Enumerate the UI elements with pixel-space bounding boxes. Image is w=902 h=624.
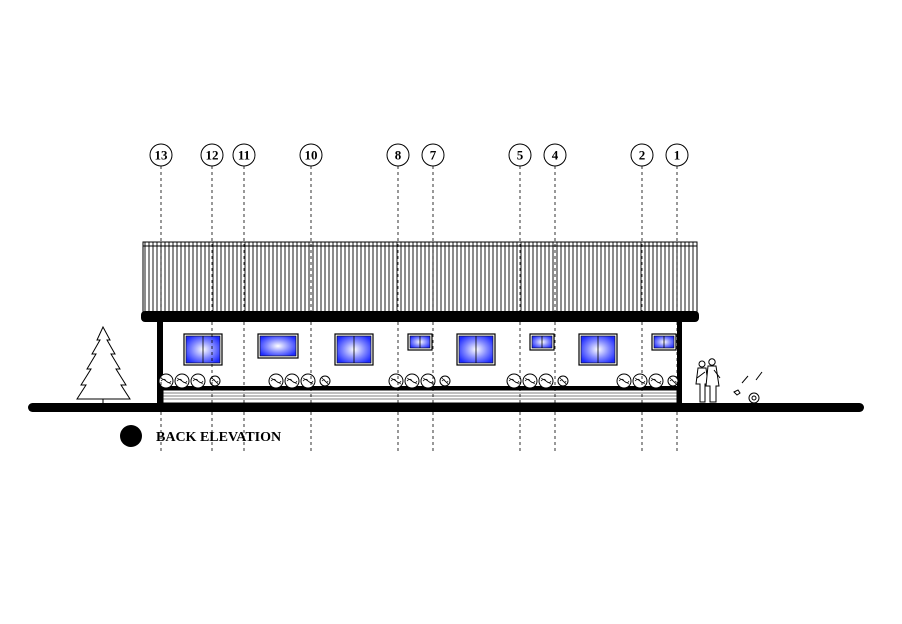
drawing-title: BACK ELEVATION bbox=[156, 430, 281, 445]
grid-label: 4 bbox=[552, 148, 559, 163]
dog-and-ball-icon bbox=[733, 371, 763, 404]
grid-line-8: 8 bbox=[386, 143, 410, 452]
shrub-icon bbox=[319, 375, 331, 387]
shrub-icon bbox=[190, 373, 206, 389]
grid-bubble bbox=[508, 143, 532, 167]
people-figures-icon bbox=[695, 358, 721, 403]
roof bbox=[142, 241, 698, 313]
grid-bubble bbox=[665, 143, 689, 167]
grid-bubble bbox=[543, 143, 567, 167]
grid-bubble bbox=[149, 143, 173, 167]
shrub-icon bbox=[557, 375, 569, 387]
shrubs bbox=[158, 373, 679, 389]
large-window bbox=[456, 333, 496, 366]
shrub-icon bbox=[506, 373, 522, 389]
grid-label: 11 bbox=[238, 148, 250, 163]
building-walls bbox=[157, 322, 682, 404]
grid-bubble bbox=[630, 143, 654, 167]
grid-line-10: 10 bbox=[299, 143, 323, 452]
grid-bubble bbox=[200, 143, 224, 167]
grid-label: 10 bbox=[305, 148, 318, 163]
eave-fascia bbox=[141, 311, 699, 322]
shrub-icon bbox=[522, 373, 538, 389]
grid-bubble bbox=[232, 143, 256, 167]
shrub-icon bbox=[632, 373, 648, 389]
wide-window bbox=[257, 333, 299, 359]
small-window bbox=[407, 333, 433, 351]
shrub-icon bbox=[300, 373, 316, 389]
grid-label: 7 bbox=[430, 148, 437, 163]
grid-line-2: 2 bbox=[630, 143, 654, 452]
grid-line-13: 13 bbox=[149, 143, 173, 452]
grid-label: 2 bbox=[639, 148, 646, 163]
grid-line-11: 11 bbox=[232, 143, 256, 452]
grid-label: 8 bbox=[395, 148, 402, 163]
shrub-icon bbox=[268, 373, 284, 389]
shrub-icon bbox=[667, 375, 679, 387]
ground-line bbox=[28, 403, 864, 412]
grid-bubble bbox=[421, 143, 445, 167]
large-window bbox=[334, 333, 374, 366]
grid-line-7: 7 bbox=[421, 143, 445, 452]
grid-line-1: 1 bbox=[665, 143, 689, 452]
shrub-icon bbox=[284, 373, 300, 389]
grid-line-12: 12 bbox=[200, 143, 224, 452]
shrub-icon bbox=[209, 375, 221, 387]
shrub-icon bbox=[439, 375, 451, 387]
windows bbox=[183, 333, 677, 366]
grid-label: 1 bbox=[674, 148, 681, 163]
small-window bbox=[651, 333, 677, 351]
large-window bbox=[183, 333, 223, 366]
grid-line-5: 5 bbox=[508, 143, 532, 452]
title-marker-icon bbox=[120, 425, 142, 447]
grid-label: 5 bbox=[517, 148, 524, 163]
shrub-icon bbox=[158, 373, 174, 389]
grid-label: 13 bbox=[155, 148, 169, 163]
grid-bubble bbox=[299, 143, 323, 167]
small-window bbox=[529, 333, 555, 351]
grid-bubble bbox=[386, 143, 410, 167]
grid-label: 12 bbox=[206, 148, 219, 163]
plinth bbox=[162, 389, 678, 404]
shrub-icon bbox=[404, 373, 420, 389]
shrub-icon bbox=[648, 373, 664, 389]
shrub-icon bbox=[174, 373, 190, 389]
shrub-icon bbox=[616, 373, 632, 389]
grid-line-4: 4 bbox=[543, 143, 567, 452]
large-window bbox=[578, 333, 618, 366]
tree-icon bbox=[76, 325, 131, 403]
shrub-icon bbox=[420, 373, 436, 389]
shrub-icon bbox=[538, 373, 554, 389]
shrub-icon bbox=[388, 373, 404, 389]
grid-lines: 13 12 11 10 8 7 5 4 2 1 bbox=[149, 143, 689, 452]
